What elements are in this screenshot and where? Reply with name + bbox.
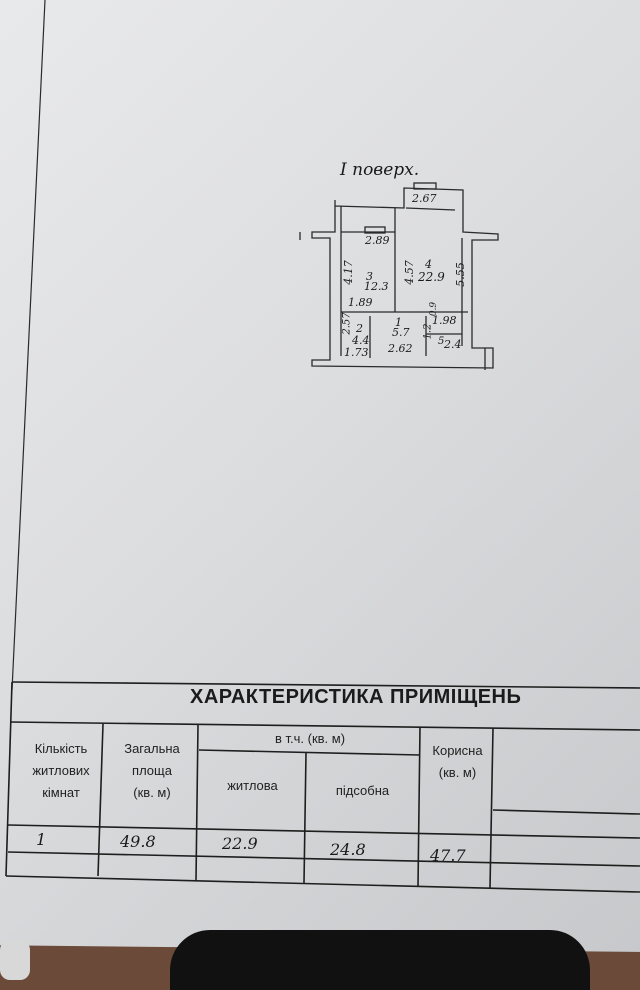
value-living-area: 22.9: [222, 834, 258, 853]
value-rooms-count: 1: [36, 830, 47, 849]
dim-label: 2.62: [388, 342, 413, 355]
dim-label: 1.98: [432, 314, 457, 327]
room-area: 12.3: [364, 280, 389, 293]
room-area: 2.4: [444, 338, 462, 351]
room-number: 2: [356, 322, 363, 335]
shoe-light: [0, 940, 30, 980]
room-number: 4: [425, 258, 432, 271]
room-number: 3: [366, 270, 373, 283]
header-including: в т.ч. (кв. м): [274, 731, 346, 746]
header-useful-area: Корисна (кв. м): [432, 743, 483, 781]
header-auxiliary: підсобна: [335, 783, 390, 798]
value-aux-area: 24.8: [330, 840, 366, 859]
table-title: ХАРАКТЕРИСТИКА ПРИМІЩЕНЬ: [190, 686, 522, 708]
dim-label: 1.89: [348, 296, 373, 309]
room-area: 22.9: [418, 270, 445, 284]
header-total-area: Загальна площа (кв. м): [124, 741, 180, 801]
header-rooms-count: Кількість житлових кімнат: [32, 741, 90, 801]
room-area: 5.7: [392, 326, 410, 339]
value-useful-area: 47.7: [430, 846, 466, 865]
dim-label: 1.73: [344, 346, 369, 359]
floor-caption: I поверх.: [340, 160, 420, 180]
room-number: 1: [395, 316, 402, 329]
dim-label: 2.67: [412, 192, 437, 205]
room-number: 5: [438, 336, 445, 347]
shoe-shadow: [170, 930, 590, 990]
header-living: житлова: [227, 778, 278, 793]
room-area: 4.4: [352, 334, 370, 347]
dim-label: 2.89: [365, 234, 390, 247]
value-total-area: 49.8: [120, 832, 156, 851]
